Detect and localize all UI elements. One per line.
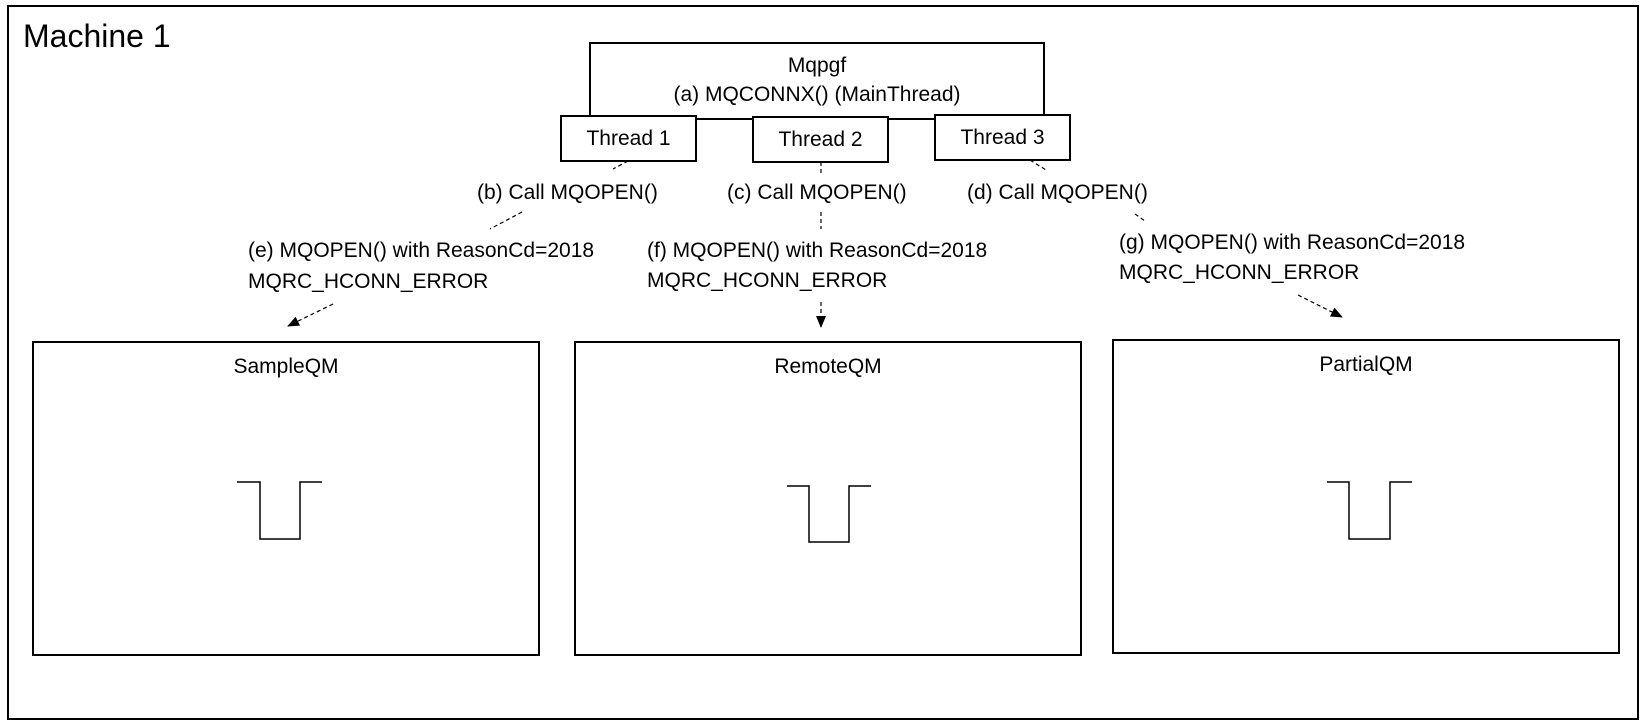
result-g-line2: MQRC_HCONN_ERROR xyxy=(1119,261,1360,284)
result-f-line2: MQRC_HCONN_ERROR xyxy=(647,269,888,292)
main-process-name: Mqpgf xyxy=(787,54,847,77)
thread-3-label: Thread 3 xyxy=(960,126,1045,149)
partialqm-box xyxy=(1112,339,1620,654)
thread-1-to-call-connector xyxy=(612,160,629,170)
sampleqm-label: SampleQM xyxy=(233,355,339,378)
partialqm-label: PartialQM xyxy=(1319,353,1413,376)
thread-1-label: Thread 1 xyxy=(586,127,671,150)
call-d-label: (d) Call MQOPEN() xyxy=(967,181,1148,204)
machine-title: Machine 1 xyxy=(23,18,171,54)
queue-icon xyxy=(787,485,871,543)
thread-3-box xyxy=(934,114,1071,161)
call-c-label: (c) Call MQOPEN() xyxy=(727,181,907,204)
main-process-connect-call: (a) MQCONNX() (MainThread) xyxy=(673,83,961,106)
remoteqm-label: RemoteQM xyxy=(774,355,882,378)
call-b-to-result-connector xyxy=(489,211,523,230)
call-b-label: (b) Call MQOPEN() xyxy=(477,181,658,204)
queue-icon xyxy=(237,481,322,540)
machine-frame xyxy=(7,5,1639,720)
queue-icon xyxy=(1327,481,1412,540)
result-f-line1: (f) MQOPEN() with ReasonCd=2018 xyxy=(647,239,988,262)
thread-2-box xyxy=(752,116,889,163)
result-e-line2: MQRC_HCONN_ERROR xyxy=(248,270,489,293)
sampleqm-box xyxy=(32,341,540,656)
result-g-line1: (g) MQOPEN() with ReasonCd=2018 xyxy=(1119,231,1466,254)
thread-3-to-call-connector xyxy=(1029,159,1047,171)
result-g-to-partialqm-arrow xyxy=(1297,294,1343,318)
remoteqm-box xyxy=(574,341,1082,656)
result-e-line1: (e) MQOPEN() with ReasonCd=2018 xyxy=(248,239,595,262)
call-d-to-result-connector xyxy=(1134,213,1146,222)
thread-1-box xyxy=(560,115,697,162)
thread-2-label: Thread 2 xyxy=(778,128,863,151)
result-e-to-samplesqm-arrow xyxy=(287,303,334,327)
